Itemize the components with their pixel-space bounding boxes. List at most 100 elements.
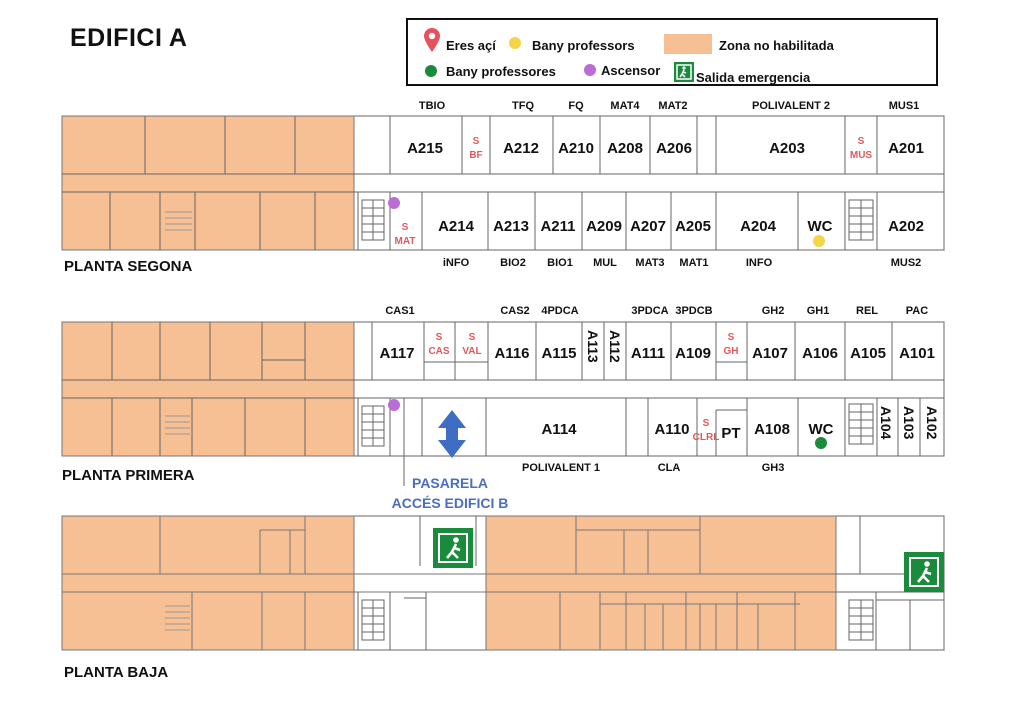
room-a113: A113: [585, 330, 601, 363]
purple-dot-icon: [584, 64, 596, 76]
room-a110: A110: [654, 421, 689, 438]
room-s-bf: BF: [469, 150, 482, 161]
room-s-clrl: CLRL: [693, 432, 720, 443]
tag-polivalent-1: POLIVALENT 1: [522, 462, 600, 474]
legend-you-are-here: Eres açí: [446, 38, 496, 53]
green-dot-icon: [425, 65, 437, 77]
room-a203: A203: [769, 140, 805, 157]
stairs-primera-orange: [165, 415, 190, 435]
emergency-exit-icon: [674, 62, 694, 82]
room-a116: A116: [494, 345, 529, 362]
tag-mus2: MUS2: [891, 257, 922, 269]
room-a117: A117: [379, 345, 414, 362]
legend-ascensor: Ascensor: [601, 63, 661, 78]
room-a211: A211: [540, 218, 575, 235]
floor-label-segona: PLANTA SEGONA: [64, 258, 193, 275]
tag-cas2: CAS2: [500, 305, 529, 317]
room-a209: A209: [586, 218, 622, 235]
stairs-baja-left: [361, 599, 385, 641]
disabled-zone-baja-left: [61, 515, 355, 651]
room-s-clrl-s: S: [703, 418, 710, 429]
tag-mul: MUL: [593, 257, 617, 269]
room-a108: A108: [754, 421, 790, 438]
room-a102: A102: [924, 406, 940, 440]
wc-green-primera-icon: [815, 437, 827, 449]
room-a112: A112: [607, 330, 623, 363]
room-pt: PT: [721, 425, 740, 442]
room-s-mus: MUS: [850, 150, 873, 161]
tag-polivalent-2: POLIVALENT 2: [752, 100, 830, 112]
stairs-segona-orange: [165, 211, 192, 231]
room-a201: A201: [888, 140, 924, 157]
room-a215: A215: [407, 140, 443, 157]
room-s-mat: MAT: [395, 236, 416, 247]
stairs-baja-orange: [165, 605, 190, 631]
tag-pac: PAC: [906, 305, 928, 317]
room-s-cas: CAS: [428, 346, 449, 357]
tag-cas1: CAS1: [385, 305, 414, 317]
room-a115: A115: [541, 345, 576, 362]
elevator-segona-icon: [388, 197, 400, 209]
room-a101: A101: [899, 345, 935, 362]
legend-bany-professores: Bany professores: [446, 64, 556, 79]
tag-bio2: BIO2: [500, 257, 526, 269]
tag-mat4: MAT4: [610, 100, 640, 112]
tag-gh1: GH1: [807, 305, 830, 317]
disabled-zone-baja-center: [485, 515, 837, 651]
tag-3pdca: 3PDCA: [631, 305, 668, 317]
room-a205: A205: [675, 218, 711, 235]
emergency-exit-baja-center-icon: [433, 528, 473, 568]
emergency-exit-baja-right-icon: [904, 552, 944, 592]
tag-mat2: MAT2: [658, 100, 687, 112]
tag-tfq: TFQ: [512, 100, 534, 112]
room-a202: A202: [888, 218, 924, 235]
room-a207: A207: [630, 218, 666, 235]
tag-4pdca: 4PDCA: [541, 305, 578, 317]
tag-fq: FQ: [568, 100, 584, 112]
room-a109: A109: [675, 345, 711, 362]
tag-cla: CLA: [658, 462, 681, 474]
room-a214: A214: [438, 218, 475, 235]
room-a213: A213: [493, 218, 529, 235]
elevator-primera-icon: [388, 399, 400, 411]
room-s-val-s: S: [469, 332, 476, 343]
stairs-baja-right: [848, 599, 874, 641]
room-s-mus-s: S: [858, 136, 865, 147]
room-a206: A206: [656, 140, 692, 157]
tag-info-lower: iNFO: [443, 257, 470, 269]
tag-mat3: MAT3: [635, 257, 664, 269]
stairs-segona-right: [848, 199, 874, 241]
room-a210: A210: [558, 140, 594, 157]
floor-label-primera: PLANTA PRIMERA: [62, 467, 195, 484]
room-a105: A105: [850, 345, 886, 362]
room-s-mat-s: S: [402, 222, 409, 233]
room-a111: A111: [631, 345, 665, 362]
room-s-gh-s: S: [728, 332, 735, 343]
acces-edifici-b-label: ACCÉS EDIFICI B: [391, 495, 509, 511]
tag-bio1: BIO1: [547, 257, 573, 269]
room-a208: A208: [607, 140, 643, 157]
page-title: EDIFICI A: [70, 24, 188, 52]
room-a212: A212: [503, 140, 539, 157]
tag-mus1: MUS1: [889, 100, 920, 112]
disabled-zone-segona: [61, 115, 355, 251]
room-a107: A107: [752, 345, 788, 362]
room-s-cas-s: S: [436, 332, 443, 343]
legend: Eres açí Bany professors Zona no habilit…: [406, 18, 938, 86]
disabled-zone-primera: [61, 321, 355, 457]
room-wc-segona: WC: [808, 218, 833, 235]
room-a103: A103: [901, 406, 917, 440]
tag-3pdcb: 3PDCB: [675, 305, 712, 317]
tag-rel: REL: [856, 305, 878, 317]
room-a106: A106: [802, 345, 838, 362]
stairs-segona-left: [361, 199, 385, 241]
disabled-zone-swatch: [664, 34, 712, 54]
floor-label-baja: PLANTA BAJA: [64, 664, 169, 681]
room-a104: A104: [878, 406, 894, 440]
yellow-dot-icon: [509, 37, 521, 49]
room-a114: A114: [541, 421, 577, 438]
room-s-val: VAL: [462, 346, 481, 357]
tag-gh3: GH3: [762, 462, 785, 474]
room-wc-primera: WC: [809, 421, 834, 438]
